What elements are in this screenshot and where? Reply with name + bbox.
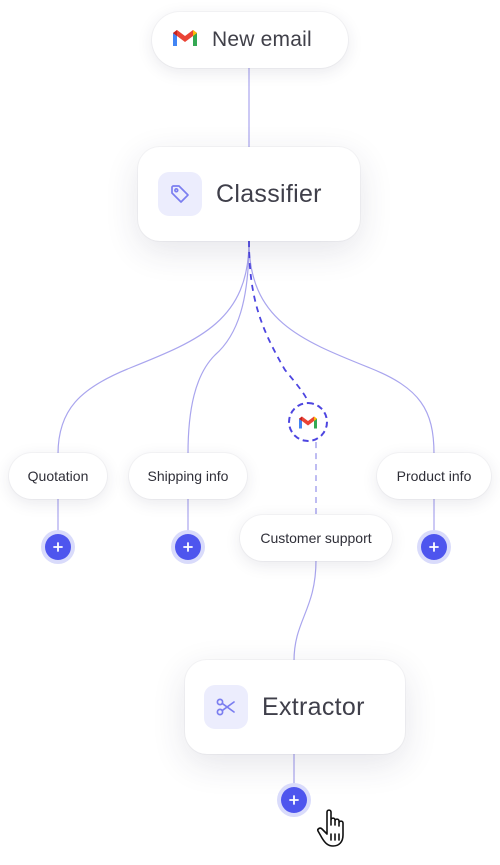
plus-icon xyxy=(289,795,299,805)
branch-label: Shipping info xyxy=(147,468,229,484)
trigger-node-new-email[interactable]: New email xyxy=(152,12,348,68)
add-step-quotation-button[interactable] xyxy=(45,534,71,560)
branch-shipping-info[interactable]: Shipping info xyxy=(129,453,247,499)
branch-quotation[interactable]: Quotation xyxy=(9,453,107,499)
scissors-icon xyxy=(204,685,248,729)
connector-classifier-shipping xyxy=(187,240,250,455)
connector-classifier-product xyxy=(248,240,435,455)
tag-icon xyxy=(158,172,202,216)
extractor-node[interactable]: Extractor xyxy=(185,660,405,754)
plus-icon xyxy=(183,542,193,552)
add-step-shipping-button[interactable] xyxy=(175,534,201,560)
gmail-icon xyxy=(172,28,198,53)
connector-classifier-quotation xyxy=(57,240,250,455)
branch-label: Quotation xyxy=(27,468,89,484)
plus-icon xyxy=(429,542,439,552)
hand-pointer-icon xyxy=(313,806,359,857)
extractor-node-label: Extractor xyxy=(262,692,365,721)
add-step-product-button[interactable] xyxy=(421,534,447,560)
active-branch-gmail-icon[interactable] xyxy=(288,402,328,442)
classifier-node-label: Classifier xyxy=(216,179,322,208)
connector-classifier-support-active xyxy=(248,240,309,403)
connector-support-extractor xyxy=(293,559,317,662)
branch-product-info[interactable]: Product info xyxy=(377,453,491,499)
trigger-node-label: New email xyxy=(212,28,312,51)
branch-customer-support[interactable]: Customer support xyxy=(240,515,392,561)
branch-label: Customer support xyxy=(260,530,372,546)
classifier-node[interactable]: Classifier xyxy=(138,147,360,241)
branch-label: Product info xyxy=(396,468,472,484)
plus-icon xyxy=(53,542,63,552)
add-step-extractor-button[interactable] xyxy=(281,787,307,813)
